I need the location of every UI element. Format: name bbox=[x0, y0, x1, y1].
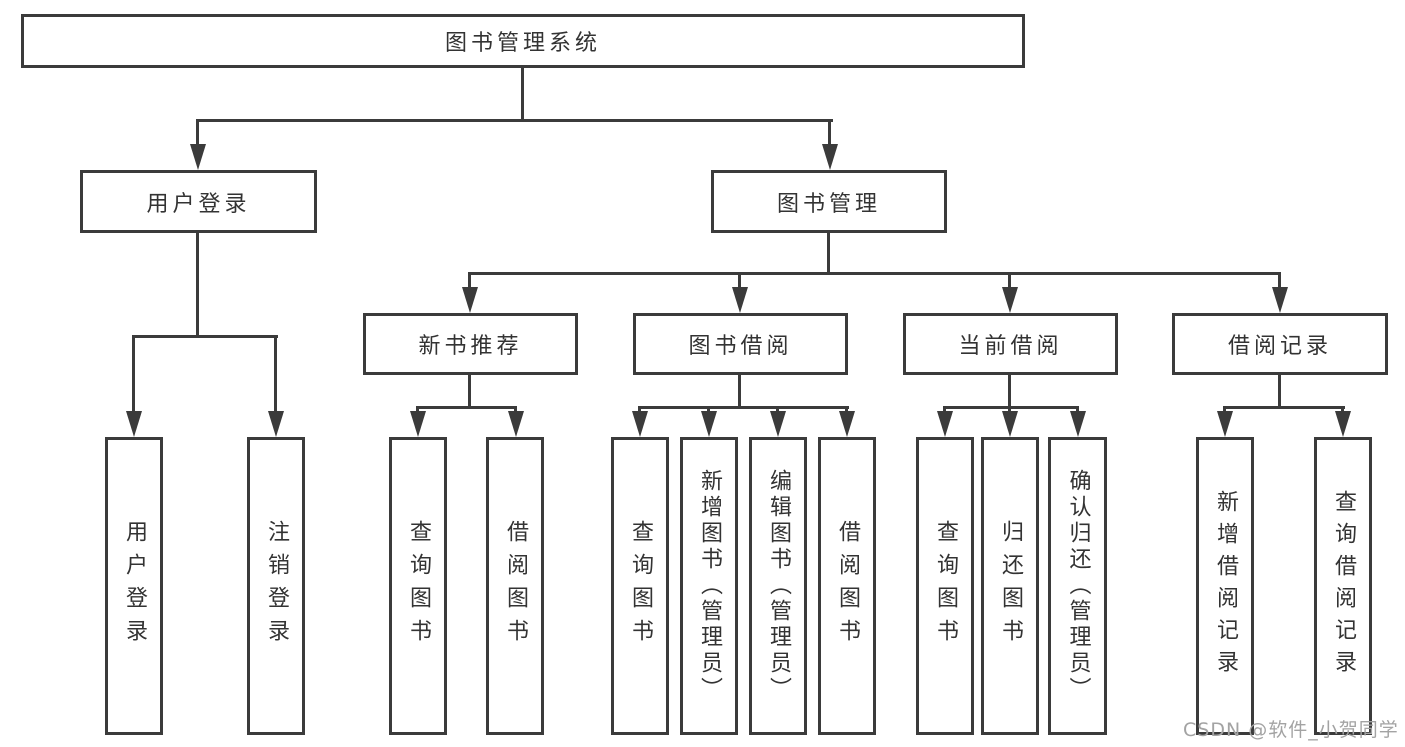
node-label: 确认归还（管理员） bbox=[1065, 469, 1091, 703]
node-edit-book-admin: 编辑图书（管理员） bbox=[749, 437, 807, 735]
arrow-down-icon bbox=[1272, 287, 1288, 313]
connector-line bbox=[521, 68, 524, 122]
node-label: 查询图书 bbox=[406, 520, 431, 652]
node-logout-action: 注销登录 bbox=[247, 437, 305, 735]
connector-line bbox=[274, 335, 277, 415]
connector-line bbox=[1008, 375, 1011, 406]
connector-line bbox=[132, 335, 278, 338]
arrow-down-icon bbox=[190, 144, 206, 170]
node-label: 查询图书 bbox=[933, 520, 958, 652]
node-new-book-recommendation: 新书推荐 bbox=[363, 313, 578, 375]
connector-line bbox=[468, 272, 1281, 275]
node-label: 图书借阅 bbox=[688, 334, 793, 359]
node-book-borrowing: 图书借阅 bbox=[633, 313, 848, 375]
node-label: 用户登录 bbox=[146, 191, 251, 217]
node-label: 归还图书 bbox=[998, 520, 1023, 652]
connector-line bbox=[943, 406, 1079, 409]
node-label: 查询图书 bbox=[628, 520, 653, 652]
node-borrow-books-recommend: 借阅图书 bbox=[486, 437, 544, 735]
node-borrow-books-action: 借阅图书 bbox=[818, 437, 876, 735]
node-user-login: 用户登录 bbox=[80, 170, 317, 233]
arrow-down-icon bbox=[268, 411, 284, 437]
connector-line bbox=[468, 272, 471, 292]
arrow-down-icon bbox=[508, 411, 524, 437]
node-label: 借阅记录 bbox=[1227, 334, 1332, 359]
arrow-down-icon bbox=[770, 411, 786, 437]
node-label: 查询借阅记录 bbox=[1331, 490, 1356, 682]
node-label: 新增图书（管理员） bbox=[697, 469, 722, 703]
arrow-down-icon bbox=[1002, 287, 1018, 313]
connector-line bbox=[1278, 272, 1281, 292]
connector-line bbox=[828, 119, 831, 149]
node-label: 新增借阅记录 bbox=[1213, 490, 1238, 682]
connector-line bbox=[196, 233, 199, 335]
node-label: 借阅图书 bbox=[503, 520, 528, 652]
arrow-down-icon bbox=[732, 287, 748, 313]
arrow-down-icon bbox=[822, 144, 838, 170]
node-add-borrow-record: 新增借阅记录 bbox=[1196, 437, 1254, 735]
node-label: 用户登录 bbox=[122, 520, 147, 652]
node-label: 图书管理系统 bbox=[444, 31, 601, 56]
node-book-management: 图书管理 bbox=[711, 170, 947, 233]
connector-line bbox=[738, 375, 741, 406]
connector-line bbox=[638, 406, 849, 409]
connector-line bbox=[738, 272, 741, 292]
node-user-login-action: 用户登录 bbox=[105, 437, 163, 735]
connector-line bbox=[132, 335, 135, 415]
connector-line bbox=[416, 406, 517, 409]
node-add-book-admin: 新增图书（管理员） bbox=[680, 437, 738, 735]
node-query-borrow-record: 查询借阅记录 bbox=[1314, 437, 1372, 735]
node-label: 借阅图书 bbox=[835, 520, 860, 652]
node-label: 图书管理 bbox=[776, 191, 881, 217]
node-confirm-return-admin: 确认归还（管理员） bbox=[1048, 437, 1107, 735]
node-label: 当前借阅 bbox=[958, 334, 1063, 359]
connector-line bbox=[468, 375, 471, 406]
connector-line bbox=[196, 119, 833, 122]
arrow-down-icon bbox=[1002, 411, 1018, 437]
connector-line bbox=[1223, 406, 1345, 409]
connector-line bbox=[1008, 272, 1011, 292]
connector-line bbox=[1278, 375, 1281, 406]
node-label: 新书推荐 bbox=[418, 334, 523, 359]
arrow-down-icon bbox=[701, 411, 717, 437]
node-query-books-recommend: 查询图书 bbox=[389, 437, 447, 735]
arrow-down-icon bbox=[1335, 411, 1351, 437]
arrow-down-icon bbox=[410, 411, 426, 437]
node-borrowing-records: 借阅记录 bbox=[1172, 313, 1388, 375]
arrow-down-icon bbox=[462, 287, 478, 313]
node-current-borrowing: 当前借阅 bbox=[903, 313, 1118, 375]
arrow-down-icon bbox=[1217, 411, 1233, 437]
node-query-books-borrow: 查询图书 bbox=[611, 437, 669, 735]
node-library-management-system: 图书管理系统 bbox=[21, 14, 1025, 68]
node-return-books: 归还图书 bbox=[981, 437, 1039, 735]
arrow-down-icon bbox=[937, 411, 953, 437]
node-label: 编辑图书（管理员） bbox=[766, 469, 791, 703]
node-query-books-current: 查询图书 bbox=[916, 437, 974, 735]
arrow-down-icon bbox=[1070, 411, 1086, 437]
watermark: CSDN @软件_小贺同学 bbox=[1183, 719, 1399, 741]
arrow-down-icon bbox=[126, 411, 142, 437]
arrow-down-icon bbox=[632, 411, 648, 437]
connector-line bbox=[827, 233, 830, 272]
connector-line bbox=[196, 119, 199, 149]
node-label: 注销登录 bbox=[264, 520, 289, 652]
arrow-down-icon bbox=[839, 411, 855, 437]
